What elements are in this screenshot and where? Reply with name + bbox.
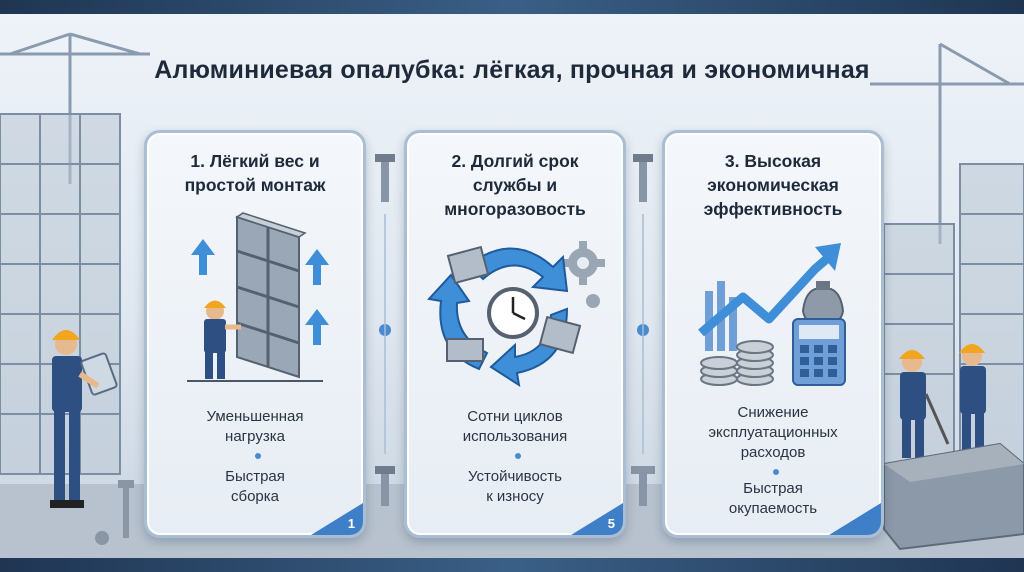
card-economic-efficiency: 3. Высокая экономическая эффективность [662, 130, 884, 538]
formwork-panel-icon [538, 315, 582, 355]
gear-icon [561, 241, 605, 308]
worker-icon [204, 300, 241, 379]
economy-illustration [698, 243, 846, 386]
benefit-text: Устойчивость к износу [468, 468, 562, 505]
corner-number: 1 [347, 516, 355, 531]
formwork-panel-icon [446, 245, 490, 285]
card-connector-2 [631, 154, 655, 506]
growth-arrow-head [815, 243, 841, 271]
benefit-text: Снижение эксплуатационных расходов [708, 404, 838, 461]
card-light-weight: 1. Лёгкий вес и простой монтаж [144, 130, 366, 538]
up-arrow-icon [191, 239, 329, 345]
formwork-box [883, 442, 1024, 551]
benefit-text: Сотни циклов использования [462, 408, 568, 445]
page-title: Алюминиевая опалубка: лёгкая, прочная и … [154, 56, 870, 84]
bolt-icon [95, 480, 134, 545]
card-title: 3. Высокая экономическая эффективность [703, 151, 843, 219]
top-frame-bar [0, 0, 1024, 14]
formwork-lift-illustration [187, 212, 329, 382]
corner-number: 5 [607, 516, 615, 531]
worker-icon [50, 330, 118, 508]
benefit-text: Быстрая окупаемость [728, 480, 818, 517]
crane-icon [870, 42, 1024, 244]
bullet-dot [773, 469, 779, 475]
bullet-dot [515, 453, 521, 459]
worker-icon [899, 350, 950, 458]
recycle-illustration [427, 241, 605, 387]
benefit-text: Уменьшенная нагрузка [206, 408, 304, 445]
calculator-icon [792, 318, 846, 386]
corner-badge [311, 503, 363, 535]
card-title: 2. Долгий срок службы и многоразовость [444, 151, 586, 219]
bottom-frame-bar [0, 558, 1024, 572]
card-title: 1. Лёгкий вес и простой монтаж [184, 151, 326, 195]
formwork-panel-icon [446, 338, 484, 362]
infographic-scene: Алюминиевая опалубка: лёгкая, прочная и … [0, 14, 1024, 558]
corner-badge [571, 503, 623, 535]
card-long-service: 2. Долгий срок службы и многоразовость [404, 130, 626, 538]
formwork-panel-icon [235, 212, 307, 379]
worker-icon [959, 344, 986, 452]
clock-icon [487, 287, 539, 339]
card-connector-1 [375, 154, 395, 506]
growth-arrow-icon [698, 253, 832, 337]
bullet-dot [255, 453, 261, 459]
benefit-text: Быстрая сборка [225, 468, 285, 505]
corner-badge [829, 503, 881, 535]
coins-icon [700, 340, 774, 386]
